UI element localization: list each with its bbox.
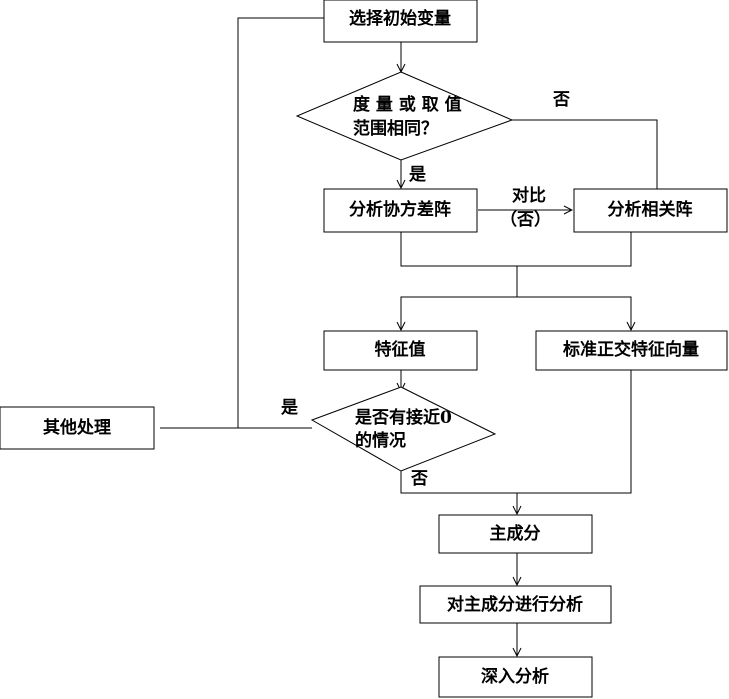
line-decision-no [400,470,517,494]
edge-label-compare-no: （否） [500,209,551,230]
edge-label-yes-top: 是 [409,165,426,185]
node-eigenvector [535,330,728,371]
node-select-vars-label: 选择初始变量 [349,8,451,29]
node-deep-analysis-label: 深入分析 [481,666,549,687]
node-cov-matrix [323,188,478,233]
node-other-process-label: 其他处理 [43,417,111,438]
node-analyze-pc [419,585,612,624]
arrow-decision-no [512,119,657,197]
edge-label-no-bottom: 否 [410,469,428,489]
node-corr-matrix-label: 分析相关阵 [608,199,693,220]
edge-label-yes-left: 是 [281,398,298,418]
node-select-vars [323,0,478,43]
node-same-scale-decision [295,71,514,161]
node-eigenvector-label: 标准正交特征向量 [563,339,699,360]
node-near-zero-decision [310,386,497,472]
node-corr-matrix [573,188,728,233]
arrow-to-eigenvector [517,296,631,330]
merge-line [400,232,632,267]
node-eigenvalue [323,330,478,371]
node-same-scale-label-1: 度 量 或 取 值 [353,94,462,115]
edge-label-compare: 对比 [512,185,546,206]
node-near-zero-label-2: 的情况 [355,430,406,451]
node-other-process [0,406,155,450]
loop-back-line [160,17,324,429]
node-principal-label: 主成分 [490,523,541,544]
node-near-zero-label-1: 是否有接近0 [355,407,452,428]
node-deep-analysis [438,656,593,698]
node-principal [438,514,593,554]
node-eigenvalue-label: 特征值 [375,339,426,360]
edge-label-no-top: 否 [552,90,570,110]
line-eigenvector-down [517,370,632,494]
node-cov-matrix-label: 分析协方差阵 [349,199,451,220]
node-analyze-pc-label: 对主成分进行分析 [447,594,583,615]
arrow-to-eigenvalue [401,296,517,330]
node-same-scale-label-2: 范围相同？ [353,118,438,139]
